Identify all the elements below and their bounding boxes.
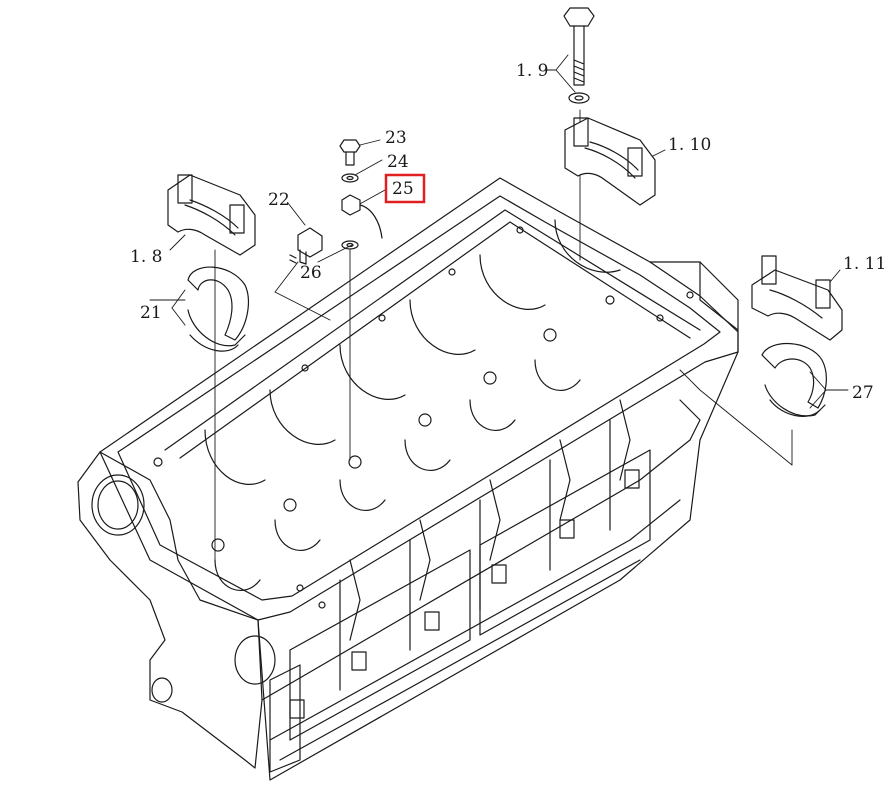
engine-block <box>77 177 739 781</box>
label-22: 22 <box>268 190 290 210</box>
label-23: 23 <box>385 128 407 148</box>
label-1-8: 1. 8 <box>130 247 162 267</box>
leader-lines <box>149 54 849 561</box>
bolt-1-9 <box>563 7 595 104</box>
label-1-9: 1. 9 <box>516 61 548 81</box>
bearing-shell-21 <box>187 266 249 352</box>
label-1-10: 1. 10 <box>668 135 711 155</box>
label-1-11: 1. 11 <box>843 254 886 274</box>
highlight-box-25 <box>384 173 426 204</box>
label-27: 27 <box>852 383 874 403</box>
bearing-cap-1-8 <box>167 174 256 256</box>
bearing-shell-27 <box>761 343 827 417</box>
label-26: 26 <box>300 263 322 283</box>
label-21: 21 <box>140 303 162 323</box>
oil-nozzle-25 <box>341 194 383 239</box>
stud-22 <box>289 227 323 265</box>
label-24: 24 <box>387 152 409 172</box>
washer-24 <box>341 173 359 183</box>
label-25: 25 <box>392 179 414 199</box>
washer-26 <box>341 240 359 250</box>
bearing-cap-1-11 <box>751 255 843 341</box>
bearing-cap-1-10 <box>564 117 656 206</box>
bolt-23 <box>339 139 361 166</box>
